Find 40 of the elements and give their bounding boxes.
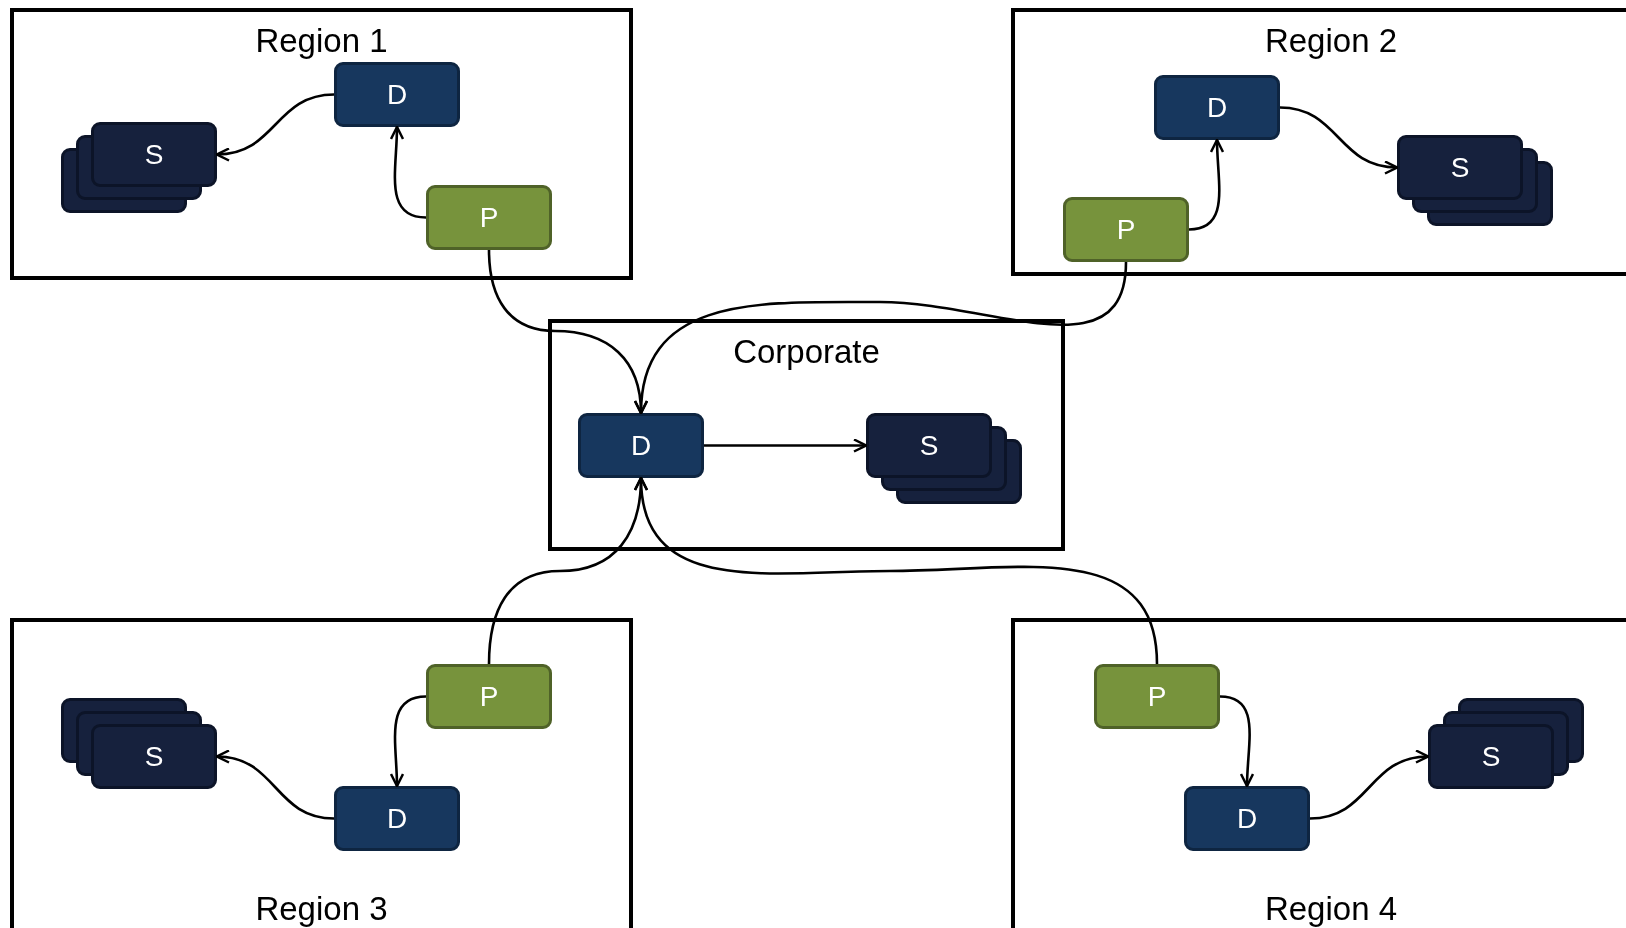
process-box: D xyxy=(334,786,460,851)
region-title: Region 2 xyxy=(1263,22,1399,60)
process-box: P xyxy=(426,185,552,250)
box-label: S xyxy=(144,138,164,171)
region-title: Corporate xyxy=(732,333,881,371)
connector-arrow xyxy=(634,476,1159,665)
process-box: D xyxy=(1154,75,1280,140)
box-label: S xyxy=(1450,151,1470,184)
connector-arrow xyxy=(389,695,427,788)
process-box: P xyxy=(1063,197,1189,262)
stacked-boxes xyxy=(1428,698,1584,789)
connector-arrow xyxy=(1279,106,1399,174)
connector-arrow xyxy=(1309,750,1430,820)
stacked-boxes xyxy=(61,698,217,789)
region-frame xyxy=(10,618,633,928)
process-box: D xyxy=(334,62,460,127)
connector-arrow xyxy=(389,125,427,219)
stacked-boxes xyxy=(866,413,1022,504)
connector-arrow xyxy=(1219,695,1255,788)
stacked-boxes xyxy=(1397,135,1553,226)
process-box: P xyxy=(1094,664,1220,729)
region-title: Region 1 xyxy=(254,22,389,60)
process-box: D xyxy=(1184,786,1310,851)
connector-arrow xyxy=(634,261,1128,415)
region-frame xyxy=(548,319,1065,551)
box-label: S xyxy=(144,740,164,773)
box-label: S xyxy=(919,429,939,462)
region-frame xyxy=(1011,618,1626,928)
process-box: P xyxy=(426,664,552,729)
process-box: D xyxy=(578,413,704,478)
connector-arrow xyxy=(215,93,335,161)
stacked-boxes xyxy=(61,122,217,213)
connector-arrow xyxy=(215,750,335,820)
box-label: S xyxy=(1481,740,1501,773)
connector-arrow xyxy=(704,438,868,453)
region-title: Region 4 xyxy=(1263,890,1399,928)
region-frame xyxy=(1011,8,1626,276)
region-frame xyxy=(10,8,633,280)
region-title: Region 3 xyxy=(254,890,389,928)
connector-arrow xyxy=(1188,138,1225,231)
